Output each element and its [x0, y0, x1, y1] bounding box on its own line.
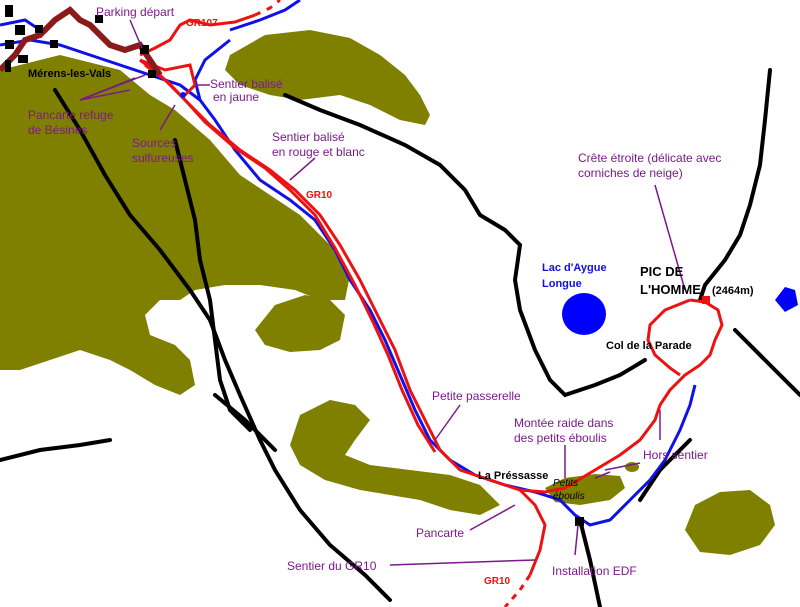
edf-building [575, 517, 584, 526]
label-installation-edf: Installation EDF [552, 564, 637, 578]
label-petits-eboulis-1: Petits [553, 478, 578, 489]
label-sources-2: sulfureuses [132, 151, 193, 165]
label-hors-sentier: Hors sentier [643, 448, 708, 462]
label-montee-2: des petits éboulis [514, 431, 607, 445]
label-gr10-top: GR10 [306, 190, 333, 201]
label-pancarte-refuge-1: Pancarte refuge [28, 108, 114, 122]
label-montee-1: Montée raide dans [514, 416, 613, 430]
ridge-4 [698, 68, 772, 302]
forest-south [290, 400, 500, 515]
forest-middle [255, 295, 345, 352]
ridge-5 [733, 328, 800, 397]
ridge-lines [0, 68, 800, 607]
forest-ebouli [545, 474, 625, 505]
forest-north [225, 30, 430, 125]
label-sentier-rouge-1: Sentier balisé [272, 130, 345, 144]
ridge-7 [213, 393, 277, 452]
label-gr107: GR107 [186, 18, 218, 29]
arrow-pancarte [469, 504, 516, 531]
arrow-refuge-3 [79, 74, 146, 101]
arrow-eboulis [594, 471, 611, 479]
arrow-sentier-rouge [289, 157, 316, 181]
arrow-refuge-2 [79, 89, 131, 101]
ridge-8 [578, 518, 602, 607]
building [5, 60, 11, 72]
forest-east [685, 490, 775, 555]
arrow-hors-sentier-2 [604, 462, 641, 471]
map-labels: Parking départ GR107 Mérens-les-Vals Pan… [28, 5, 754, 587]
label-crete-1: Crête étroite (délicate avec [578, 151, 721, 165]
arrow-edf [574, 524, 579, 556]
source-marker [180, 92, 186, 98]
arrow-passerelle [434, 404, 461, 441]
label-passerelle: Petite passerelle [432, 389, 521, 403]
label-crete-2: corniches de neige) [578, 166, 683, 180]
building [50, 40, 58, 48]
village-buildings [5, 5, 584, 526]
building [95, 15, 103, 23]
gr107-path [139, 13, 256, 57]
village-road [0, 6, 163, 77]
label-pressasse: La Préssasse [478, 470, 548, 482]
building [140, 45, 149, 54]
label-pancarte-refuge-2: de Bésines [28, 123, 87, 137]
label-col: Col de la Parade [606, 340, 692, 352]
label-petits-eboulis-2: éboulis [553, 491, 585, 502]
ridge-3 [283, 93, 647, 398]
ridge-9 [638, 438, 692, 502]
building [35, 25, 43, 33]
label-gr10-bottom: GR10 [484, 576, 511, 587]
label-lac-1: Lac d'Aygue [542, 262, 607, 274]
gr10-path-b [144, 63, 437, 453]
label-sentier-rouge-2: en rouge et blanc [272, 145, 365, 159]
ridge-2 [173, 138, 252, 432]
label-pic-2: L'HOMME [640, 282, 701, 297]
label-sentier-jaune-2: en jaune [213, 90, 259, 104]
arrow-crete [654, 184, 686, 291]
label-pic-alt: (2464m) [712, 285, 754, 297]
building [148, 70, 156, 78]
gr10-south [518, 488, 547, 576]
lake-east [775, 287, 798, 312]
gr10-trail [139, 0, 724, 607]
ridge-6 [0, 438, 112, 462]
pic-marker [702, 296, 710, 304]
label-sentier-jaune-1: Sentier balisé [210, 77, 283, 91]
building [18, 55, 28, 63]
building [15, 25, 25, 35]
gr10-col-loop [646, 298, 691, 377]
river-top [229, 0, 301, 32]
lake-aygue-longue [562, 293, 606, 335]
label-pancarte: Pancarte [416, 526, 464, 540]
arrow-sentier-gr10 [389, 559, 536, 566]
label-sentier-gr10: Sentier du GR10 [287, 559, 377, 573]
river-north-branch [193, 38, 231, 101]
building [5, 5, 13, 17]
building [5, 40, 14, 49]
arrow-sources [159, 104, 176, 131]
gr107-dash [254, 0, 281, 17]
label-sources-1: Sources [132, 136, 176, 150]
label-parking: Parking départ [96, 5, 175, 19]
label-village: Mérens-les-Vals [28, 68, 111, 80]
label-pic-1: PIC DE [640, 264, 684, 279]
arrow-parking [129, 19, 143, 49]
annotation-arrows [79, 19, 686, 566]
ridge-1 [53, 88, 392, 602]
label-lac-2: Longue [542, 278, 582, 290]
